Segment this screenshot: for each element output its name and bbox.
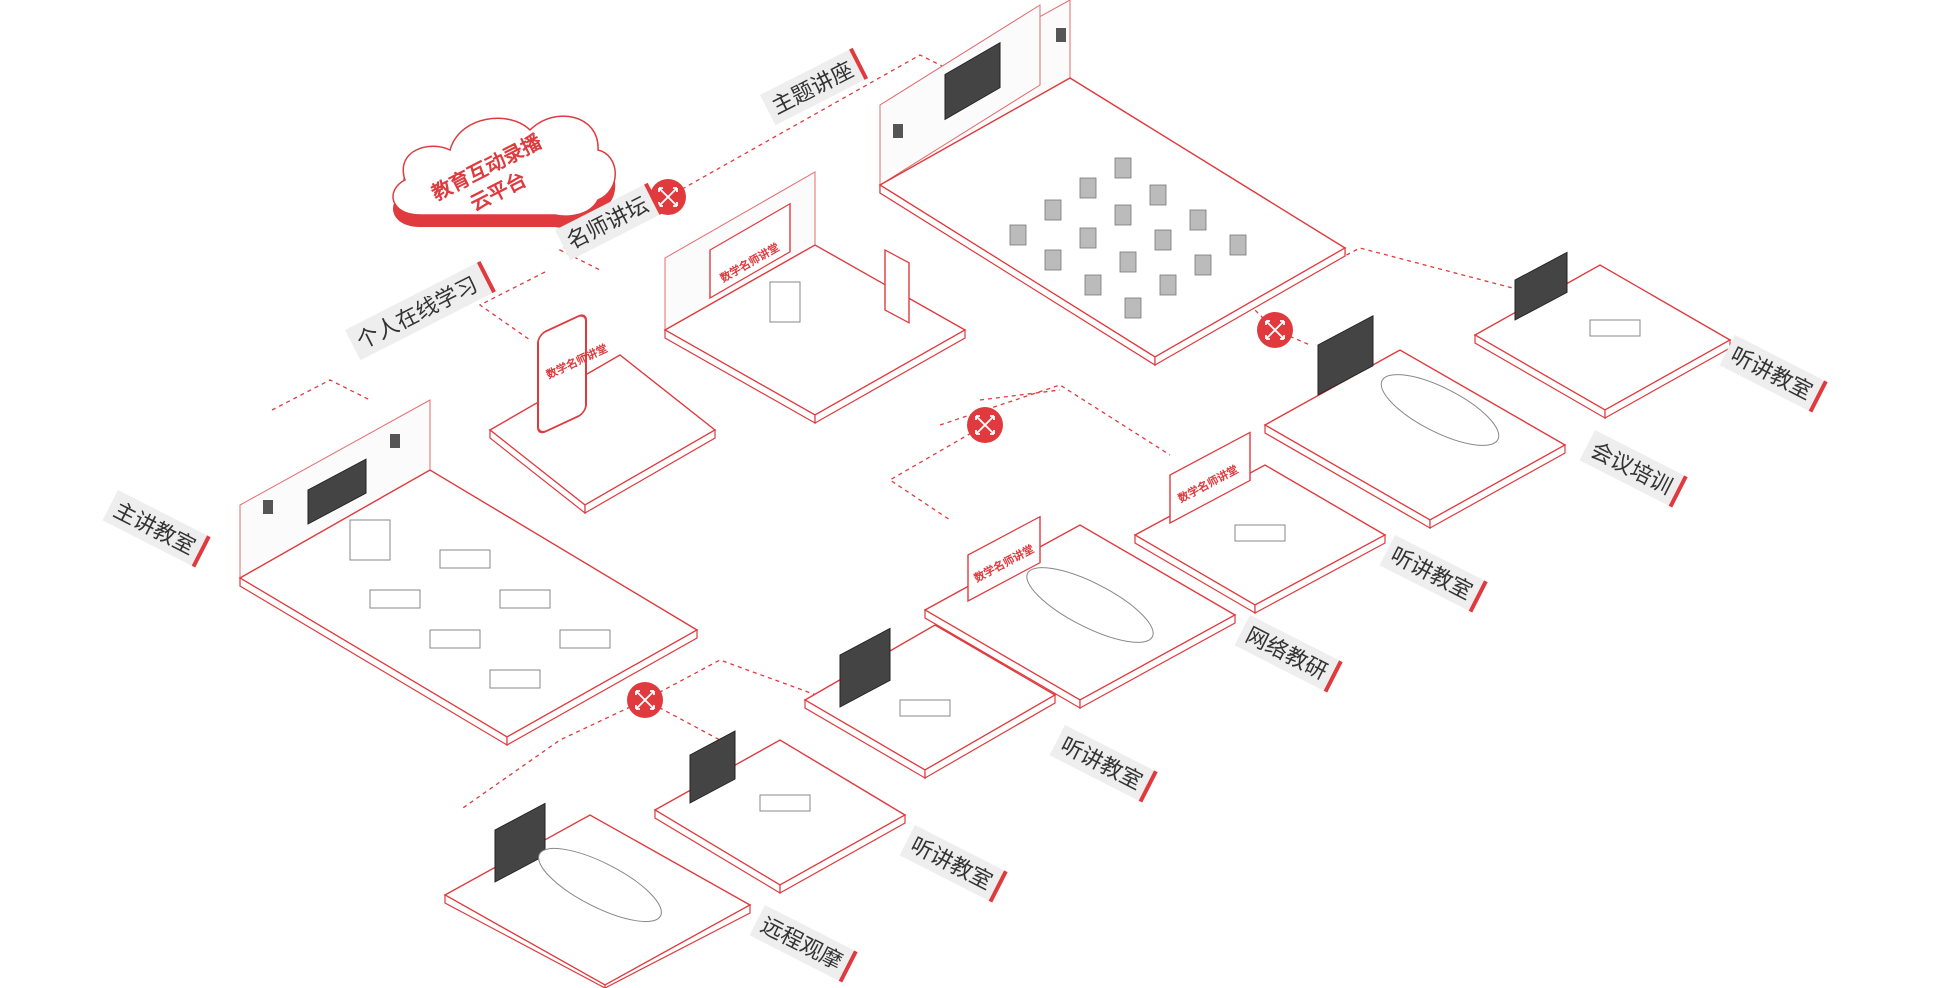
room-meeting-training bbox=[1263, 314, 1567, 530]
label-theme-lecture: 主题讲座 bbox=[760, 47, 869, 126]
room-theme-lecture bbox=[878, 0, 1347, 367]
room-listening-classroom-3 bbox=[803, 624, 1057, 780]
room-network-research: 数学名师讲堂 bbox=[923, 515, 1237, 710]
room-listening-classroom-4 bbox=[653, 730, 907, 895]
hub-node bbox=[967, 407, 1003, 443]
label-main-classroom: 主讲教室 bbox=[102, 489, 211, 568]
label-listening-classroom-4: 听讲教室 bbox=[899, 825, 1008, 903]
label-listening-classroom-1: 听讲教室 bbox=[1719, 335, 1828, 413]
label-remote-observation: 远程观摩 bbox=[749, 905, 858, 983]
label-listening-classroom-2: 听讲教室 bbox=[1379, 535, 1488, 613]
room-main-classroom bbox=[238, 399, 699, 747]
audience-seats bbox=[1009, 157, 1247, 319]
room-remote-observation bbox=[443, 802, 752, 988]
room-famous-teacher-forum: 数学名师讲堂 bbox=[663, 171, 967, 425]
room-listening-classroom-1 bbox=[1473, 251, 1732, 420]
label-personal-online-learning: 个人在线学习 bbox=[345, 260, 496, 361]
hub-node bbox=[1257, 312, 1293, 348]
label-meeting-training: 会议培训 bbox=[1579, 430, 1688, 508]
label-listening-classroom-3: 听讲教室 bbox=[1049, 725, 1158, 803]
student-desks bbox=[369, 549, 611, 689]
label-network-research: 网络教研 bbox=[1234, 615, 1343, 693]
room-listening-classroom-2: 数学名师讲堂 bbox=[1133, 431, 1387, 615]
room-personal-online-learning: 数学名师讲堂 bbox=[488, 314, 717, 515]
hub-node bbox=[627, 682, 663, 718]
cloud-platform: 教育互动录播 云平台 bbox=[392, 115, 616, 229]
label-personal-online-learning-text: 个人在线学习 bbox=[353, 273, 482, 355]
